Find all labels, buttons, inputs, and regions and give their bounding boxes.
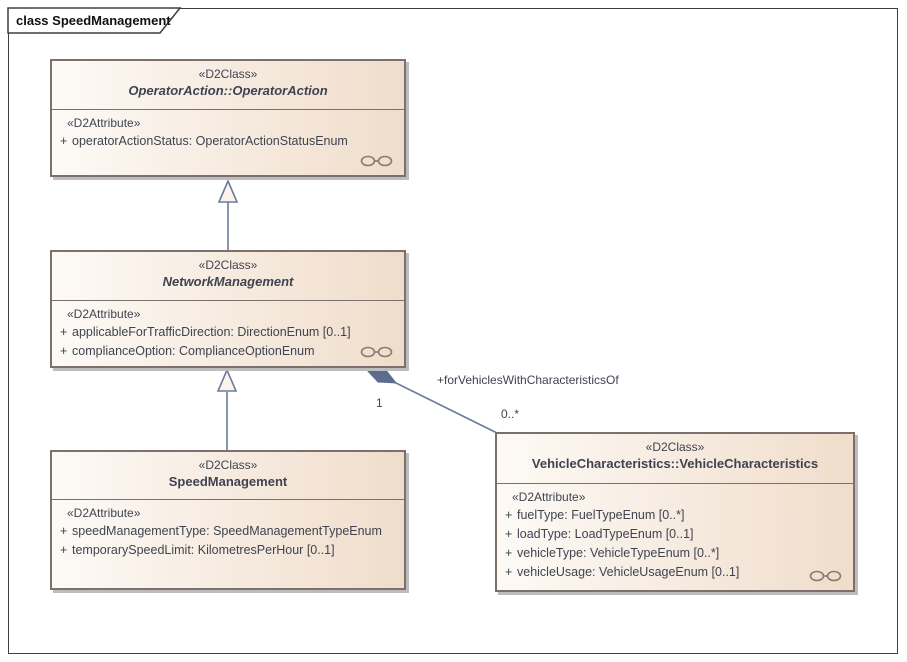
visibility-marker: +	[60, 325, 68, 339]
visibility-marker: +	[505, 565, 513, 579]
attribute-compartment: «D2Attribute» + applicableForTrafficDire…	[52, 301, 404, 366]
frame-title: class SpeedManagement	[16, 13, 171, 28]
class-header: «D2Class» NetworkManagement	[52, 252, 404, 301]
attribute-row[interactable]: + vehicleUsage: VehicleUsageEnum [0..1]	[497, 563, 853, 582]
generalization-networkmanagement-operatoraction[interactable]	[217, 178, 239, 250]
aggregation-networkmanagement-vehiclecharacteristics[interactable]	[364, 368, 498, 434]
attribute-compartment: «D2Attribute» + speedManagementType: Spe…	[52, 500, 404, 588]
multiplicity-target: 0..*	[501, 407, 520, 421]
class-stereotype: «D2Class»	[198, 458, 258, 472]
spectacles-icon	[360, 155, 393, 167]
class-stereotype: «D2Class»	[198, 67, 258, 81]
attribute-text: vehicleType: VehicleTypeEnum [0..*]	[517, 546, 720, 560]
attribute-text: loadType: LoadTypeEnum [0..1]	[517, 527, 694, 541]
class-box-vehiclecharacteristics[interactable]: «D2Class» VehicleCharacteristics::Vehicl…	[495, 432, 855, 592]
association-role-label[interactable]: +forVehiclesWithCharacteristicsOf	[437, 373, 619, 387]
class-header: «D2Class» SpeedManagement	[52, 452, 404, 500]
spectacles-icon	[360, 346, 393, 358]
visibility-marker: +	[60, 134, 68, 148]
visibility-marker: +	[505, 527, 513, 541]
attribute-text: complianceOption: ComplianceOptionEnum	[72, 344, 315, 358]
attribute-row[interactable]: + operatorActionStatus: OperatorActionSt…	[52, 132, 404, 151]
attribute-row[interactable]: + applicableForTrafficDirection: Directi…	[52, 323, 404, 342]
frame-tab	[7, 7, 182, 34]
visibility-marker: +	[60, 543, 68, 557]
attribute-stereotype: «D2Attribute»	[67, 506, 141, 520]
attribute-stereotype: «D2Attribute»	[67, 116, 141, 130]
generalization-arrowhead	[217, 178, 239, 203]
attribute-compartment: «D2Attribute» + operatorActionStatus: Op…	[52, 110, 404, 175]
class-box-speedmanagement[interactable]: «D2Class» SpeedManagement «D2Attribute» …	[50, 450, 406, 590]
class-stereotype: «D2Class»	[198, 258, 258, 272]
attribute-row[interactable]: + complianceOption: ComplianceOptionEnum	[52, 342, 404, 361]
class-name: VehicleCharacteristics::VehicleCharacter…	[531, 456, 819, 471]
generalization-arrowhead	[216, 367, 238, 392]
class-box-networkmanagement[interactable]: «D2Class» NetworkManagement «D2Attribute…	[50, 250, 406, 368]
visibility-marker: +	[60, 344, 68, 358]
attribute-row[interactable]: + speedManagementType: SpeedManagementTy…	[52, 522, 404, 541]
aggregation-diamond	[364, 368, 398, 384]
attribute-row[interactable]: + fuelType: FuelTypeEnum [0..*]	[497, 506, 853, 525]
class-name: SpeedManagement	[168, 474, 288, 489]
attribute-text: applicableForTrafficDirection: Direction…	[72, 325, 351, 339]
attribute-text: temporarySpeedLimit: KilometresPerHour […	[72, 543, 335, 557]
generalization-speedmanagement-networkmanagement[interactable]	[216, 367, 238, 452]
attribute-row[interactable]: + loadType: LoadTypeEnum [0..1]	[497, 525, 853, 544]
attribute-text: speedManagementType: SpeedManagementType…	[72, 524, 382, 538]
class-header: «D2Class» VehicleCharacteristics::Vehicl…	[497, 434, 853, 484]
class-header: «D2Class» OperatorAction::OperatorAction	[52, 61, 404, 110]
attribute-stereotype: «D2Attribute»	[67, 307, 141, 321]
visibility-marker: +	[60, 524, 68, 538]
multiplicity-source: 1	[376, 396, 383, 410]
attribute-text: operatorActionStatus: OperatorActionStat…	[72, 134, 348, 148]
attribute-compartment: «D2Attribute» + fuelType: FuelTypeEnum […	[497, 484, 853, 590]
attribute-stereotype: «D2Attribute»	[512, 490, 586, 504]
class-stereotype: «D2Class»	[645, 440, 705, 454]
attribute-text: fuelType: FuelTypeEnum [0..*]	[517, 508, 685, 522]
class-name: OperatorAction::OperatorAction	[128, 83, 328, 98]
class-box-operatoraction[interactable]: «D2Class» OperatorAction::OperatorAction…	[50, 59, 406, 177]
visibility-marker: +	[505, 546, 513, 560]
class-name: NetworkManagement	[162, 274, 294, 289]
attribute-row[interactable]: + vehicleType: VehicleTypeEnum [0..*]	[497, 544, 853, 563]
spectacles-icon	[809, 570, 842, 582]
attribute-text: vehicleUsage: VehicleUsageEnum [0..1]	[517, 565, 740, 579]
visibility-marker: +	[505, 508, 513, 522]
attribute-row[interactable]: + temporarySpeedLimit: KilometresPerHour…	[52, 541, 404, 560]
